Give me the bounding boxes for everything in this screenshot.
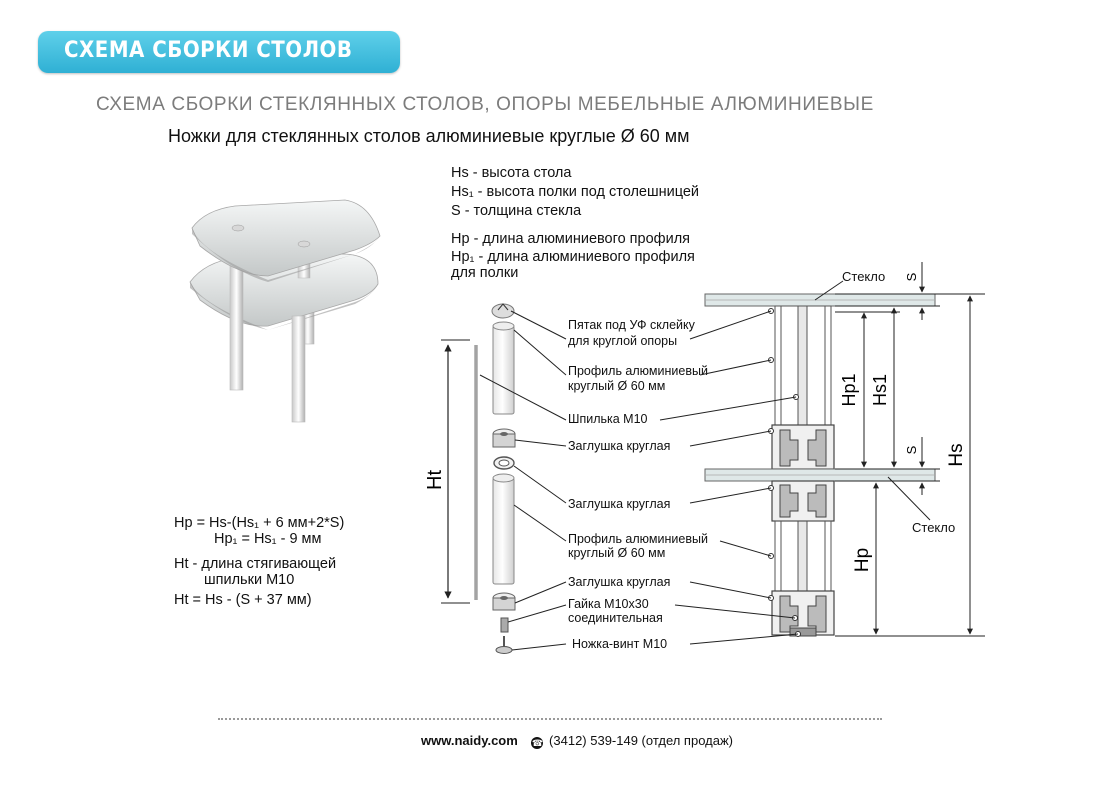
part-nut bbox=[500, 617, 509, 633]
section-header-banner bbox=[38, 31, 400, 73]
table-illustration bbox=[189, 199, 381, 423]
dim-label-hs1: Hs1 bbox=[870, 374, 890, 406]
footer-divider bbox=[218, 718, 882, 720]
dim-label-hp: Hp bbox=[852, 548, 873, 572]
part-label-cap-3: Заглушка круглая bbox=[568, 575, 671, 589]
part-label-foot-screw: Ножка-винт М10 bbox=[572, 637, 668, 651]
part-label-profile-top-1: Профиль алюминиевый bbox=[568, 364, 708, 378]
legend-hs1: Hs₁ - высота полки под столешницей bbox=[451, 184, 700, 200]
part-label-profile-top-2: круглый Ø 60 мм bbox=[568, 379, 666, 393]
part-foot-screw bbox=[495, 646, 513, 654]
front-leg-left bbox=[229, 261, 244, 391]
part-label-profile-bottom-1: Профиль алюминиевый bbox=[568, 532, 708, 546]
ht-dimension: Ht bbox=[424, 339, 478, 604]
footer-website[interactable]: www.naidy.com bbox=[421, 733, 518, 748]
exploded-parts bbox=[491, 303, 516, 654]
part-label-nut-2: соединительная bbox=[568, 611, 663, 625]
section-leader-lines bbox=[659, 310, 799, 645]
legend-hp1-continued: для полки bbox=[451, 265, 519, 281]
section-header-title: СХЕМА СБОРКИ СТОЛОВ bbox=[64, 38, 353, 63]
front-leg-right bbox=[291, 315, 306, 423]
part-label-patch-2: для круглой опоры bbox=[568, 334, 678, 348]
page-subtitle-secondary: Ножки для стеклянных столов алюминиевые … bbox=[168, 126, 690, 146]
part-profile-top bbox=[492, 325, 515, 415]
phone-icon: ☎ bbox=[531, 737, 544, 749]
legend-hp: Hp - длина алюминиевого профиля bbox=[451, 231, 691, 247]
part-label-rod: Шпилька М10 bbox=[568, 412, 648, 426]
part-label-profile-bottom-2: круглый Ø 60 мм bbox=[568, 546, 666, 560]
formula-ht-definition: Ht - длина стягивающей bbox=[174, 556, 337, 572]
legend-hs: Hs - высота стола bbox=[451, 165, 572, 181]
footer-phone: (3412) 539-149 (отдел продаж) bbox=[549, 733, 733, 748]
part-label-patch-1: Пятак под УФ склейку bbox=[568, 318, 695, 332]
leader-lines bbox=[479, 310, 567, 651]
dim-label-hs: Hs bbox=[946, 443, 967, 466]
dim-label-hp1: Hp1 bbox=[839, 373, 859, 406]
part-label-nut-1: Гайка М10х30 bbox=[568, 597, 649, 611]
part-label-cap-1: Заглушка круглая bbox=[568, 439, 671, 453]
formula-hp: Hp = Hs-(Hs₁ + 6 мм+2*S) bbox=[174, 515, 345, 531]
dim-label-s-top: S bbox=[904, 272, 919, 281]
dim-label-ht: Ht bbox=[424, 470, 446, 490]
legend-hp1: Hp₁ - длина алюминиевого профиля bbox=[451, 249, 695, 265]
legend-s: S - толщина стекла bbox=[451, 203, 582, 219]
part-profile-bottom bbox=[492, 477, 515, 585]
dimension-lines bbox=[814, 262, 985, 637]
dim-label-s-shelf: S bbox=[904, 445, 919, 454]
formula-hp1: Hp₁ = Hs₁ - 9 мм bbox=[214, 531, 322, 547]
formula-ht-definition-cont: шпильки М10 bbox=[204, 572, 295, 588]
part-patch bbox=[491, 303, 515, 319]
footer-contacts: www.naidy.com ☎ (3412) 539-149 (отдел пр… bbox=[421, 733, 733, 749]
formula-ht: Ht = Hs - (S + 37 мм) bbox=[174, 592, 312, 608]
assembled-section bbox=[704, 293, 936, 637]
label-glass-top: Стекло bbox=[842, 269, 886, 284]
part-label-cap-2: Заглушка круглая bbox=[568, 497, 671, 511]
page-subtitle: СХЕМА СБОРКИ СТЕКЛЯННЫХ СТОЛОВ, ОПОРЫ МЕ… bbox=[96, 94, 874, 115]
label-glass-shelf: Стекло bbox=[912, 520, 956, 535]
